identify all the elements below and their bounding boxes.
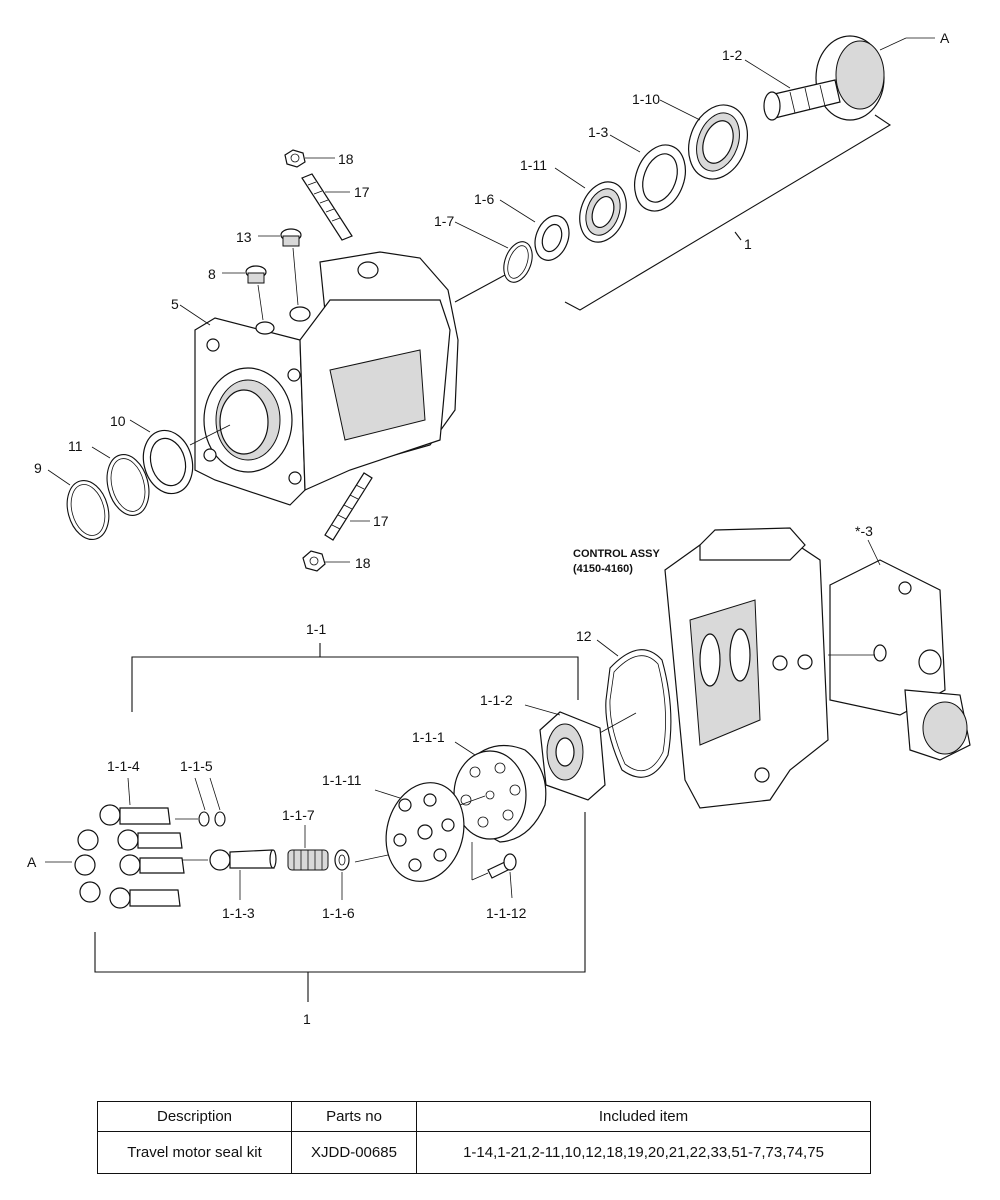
callout-1-1-2: 1-1-2 [480,692,513,708]
callout-1-1: 1-1 [306,621,326,637]
callout-1-1-5: 1-1-5 [180,758,213,774]
callout-1-1-12: 1-1-12 [486,905,527,921]
spring-1-1-7 [287,849,329,871]
screw-1-1-12 [487,853,517,879]
callout-1-1-7: 1-1-7 [282,807,315,823]
o-ring-12 [605,649,672,778]
column-header-included-item: Included item [416,1101,871,1132]
snap-ring-9 [66,480,110,540]
bracket-1-1 [131,656,579,712]
sub-assy-star3 [829,559,971,761]
callout-star-3: *-3 [855,523,873,539]
callout-12: 12 [576,628,592,644]
ring-11 [106,454,150,516]
bearing-1-11 [579,181,627,243]
callout-1-1-11: 1-1-11 [322,772,362,788]
seal-10 [142,429,194,495]
bearing-1-10 [688,104,748,180]
callout-18-top: 18 [338,151,354,167]
column-header-parts-no: Parts no [291,1101,417,1132]
stud-17-bottom [324,472,373,541]
callout-1-1-6: 1-1-6 [322,905,355,921]
control-assy-label-line1: CONTROL ASSY [573,548,660,560]
table-row: Travel motor seal kit XJDD-00685 1-14,1-… [97,1131,871,1174]
callout-9: 9 [34,460,42,476]
control-assy [664,527,829,809]
valve-plate-1-1-2 [539,711,606,801]
pistons-1-1-4 [74,804,185,909]
callout-a-top: A [940,30,950,46]
snap-ring-1-7 [503,241,533,283]
spacer-1-6 [534,215,570,261]
callout-1-top: 1 [744,236,752,252]
callout-18-bottom: 18 [355,555,371,571]
retainer-plate-1-1-11 [385,782,465,882]
callout-a-left: A [27,854,37,870]
callout-10: 10 [110,413,126,429]
table-header-row: Description Parts no Included item [97,1101,871,1132]
drive-shaft [763,35,885,121]
callout-1-1-1: 1-1-1 [412,729,445,745]
leader-shaft-axis [454,274,506,303]
pin-1-1-3 [209,849,277,871]
callout-1-bottom: 1 [303,1011,311,1027]
rings-1-1-5 [198,811,226,827]
column-header-description: Description [97,1101,292,1132]
callout-5: 5 [171,296,179,312]
motor-housing-5 [194,251,459,506]
cell-parts-no: XJDD-00685 [291,1131,417,1174]
callout-1-11: 1-11 [520,157,547,173]
plug-13 [280,228,302,247]
bracket-1-top [564,114,892,311]
callout-13: 13 [236,229,252,245]
callout-1-1-3: 1-1-3 [222,905,255,921]
oil-seal-1-3 [634,144,686,212]
bracket-1-bottom [94,812,586,973]
callout-17-bottom: 17 [373,513,389,529]
nut-18-top [284,149,306,168]
plug-8 [245,265,267,284]
cell-description: Travel motor seal kit [97,1131,292,1174]
leader-1-top [734,231,742,241]
callout-1-6: 1-6 [474,191,494,207]
callout-8: 8 [208,266,216,282]
callout-1-1-4: 1-1-4 [107,758,140,774]
cell-included-item: 1-14,1-21,2-11,10,12,18,19,20,21,22,33,5… [416,1131,871,1174]
control-assy-label-line2: (4150-4160) [573,563,633,575]
washer-1-1-6 [334,849,350,871]
cylinder-block-1-1-1 [453,744,547,843]
callout-17-top: 17 [354,184,370,200]
callout-1-3: 1-3 [588,124,608,140]
callout-11: 11 [68,438,83,454]
stud-17-top [301,173,353,241]
seal-kit-table: Description Parts no Included item Trave… [97,1101,871,1174]
callout-1-7: 1-7 [434,213,454,229]
callout-1-10: 1-10 [632,91,660,107]
callout-1-2: 1-2 [722,47,742,63]
nut-18-bottom [302,550,326,572]
